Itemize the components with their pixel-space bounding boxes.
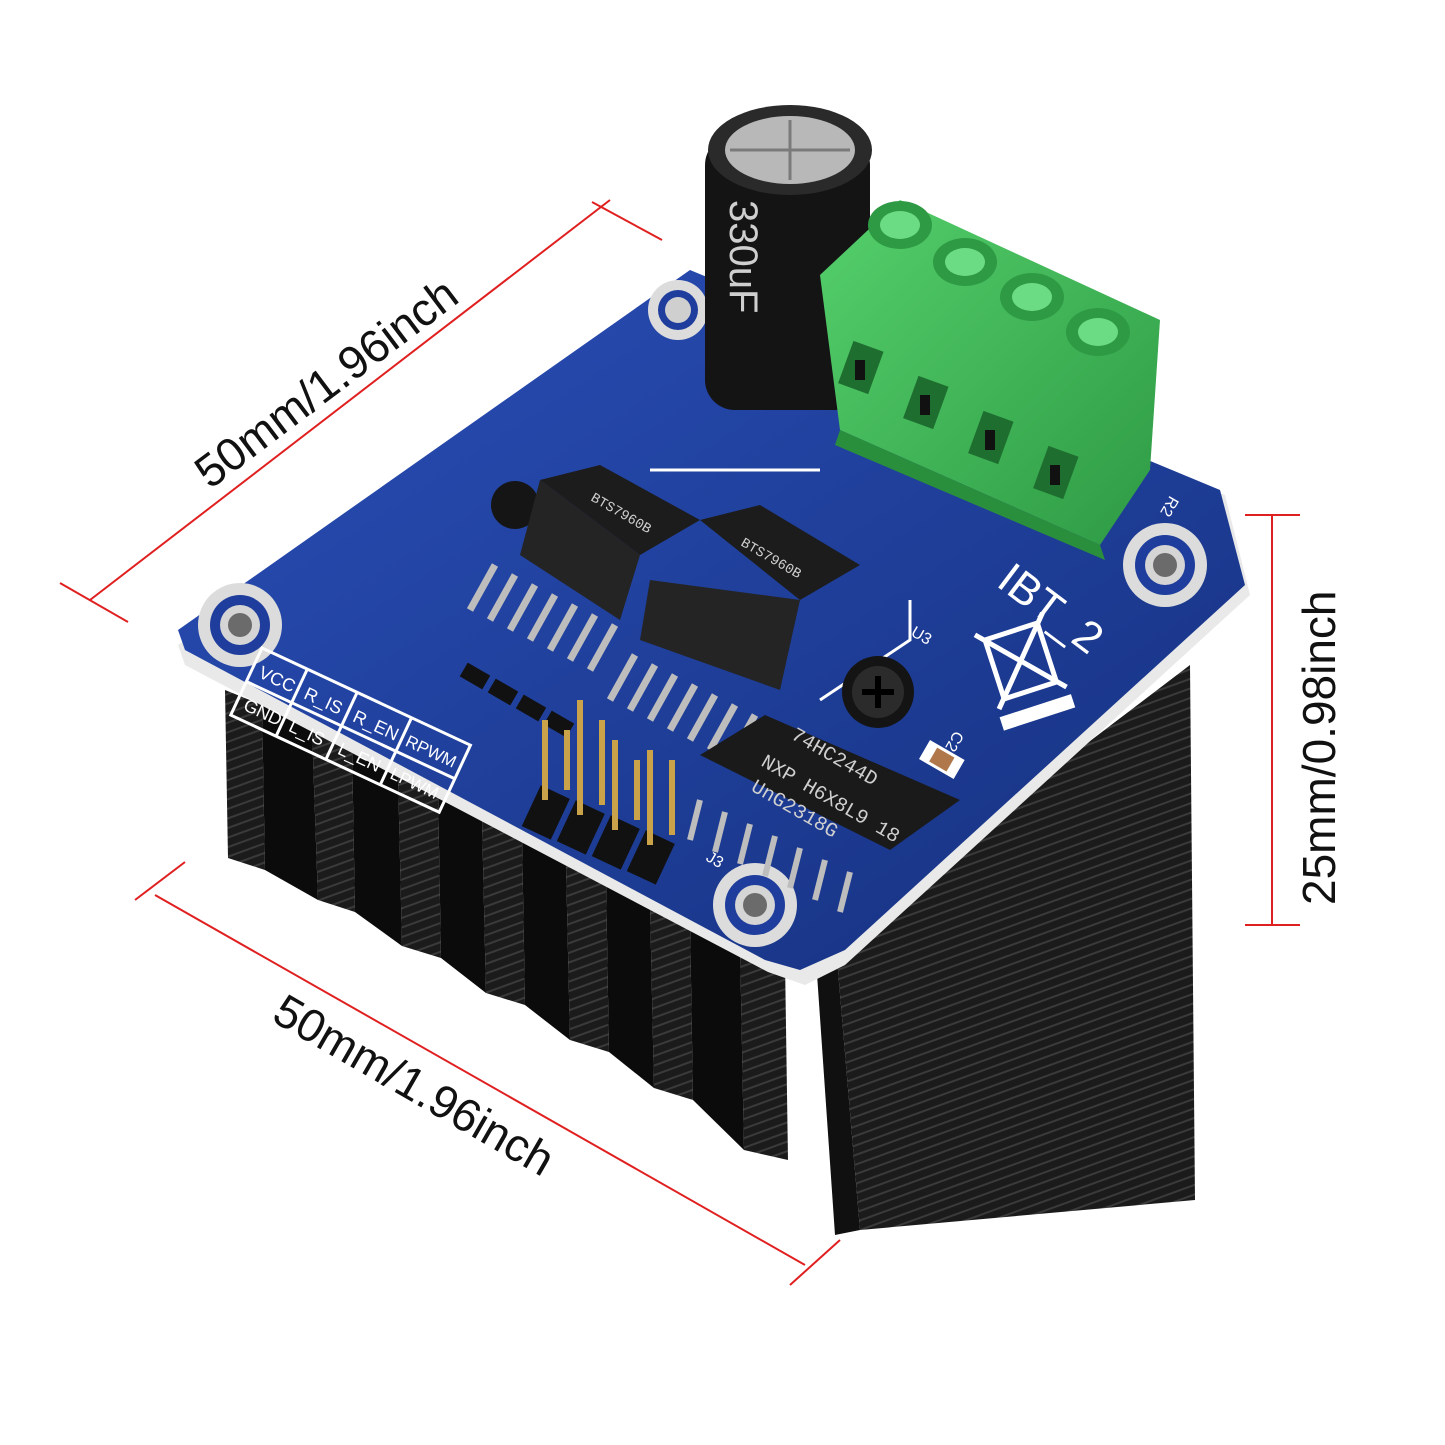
terminal-screw [868,201,932,249]
weee-bin-icon [973,611,1076,731]
mounting-hole [648,280,708,340]
capacitor-label: 330uF [721,200,765,313]
ref-j3: J3 [703,849,726,872]
heatsink [225,665,1195,1235]
mounting-hole [1123,523,1207,607]
pin-header[interactable] [521,700,675,885]
screw-terminal-block[interactable] [820,200,1160,560]
driver-chip-right: BTS7960B [606,505,860,762]
screw [842,656,914,728]
heatsink-fins [225,690,788,1160]
dimension-right-label: 25mm/0.98inch [1293,591,1345,906]
terminal-screw [933,238,997,286]
smd-capacitor [919,740,965,780]
mounting-hole [713,863,797,947]
terminal-screw [1066,308,1130,356]
dimension-right: 25mm/0.98inch [1245,514,1345,926]
mounting-hole [198,583,282,667]
dimension-bottom-label: 50mm/1.96inch [265,984,563,1186]
terminal-screw [1000,273,1064,321]
driver-chip-left: BTS7960B [466,465,700,672]
